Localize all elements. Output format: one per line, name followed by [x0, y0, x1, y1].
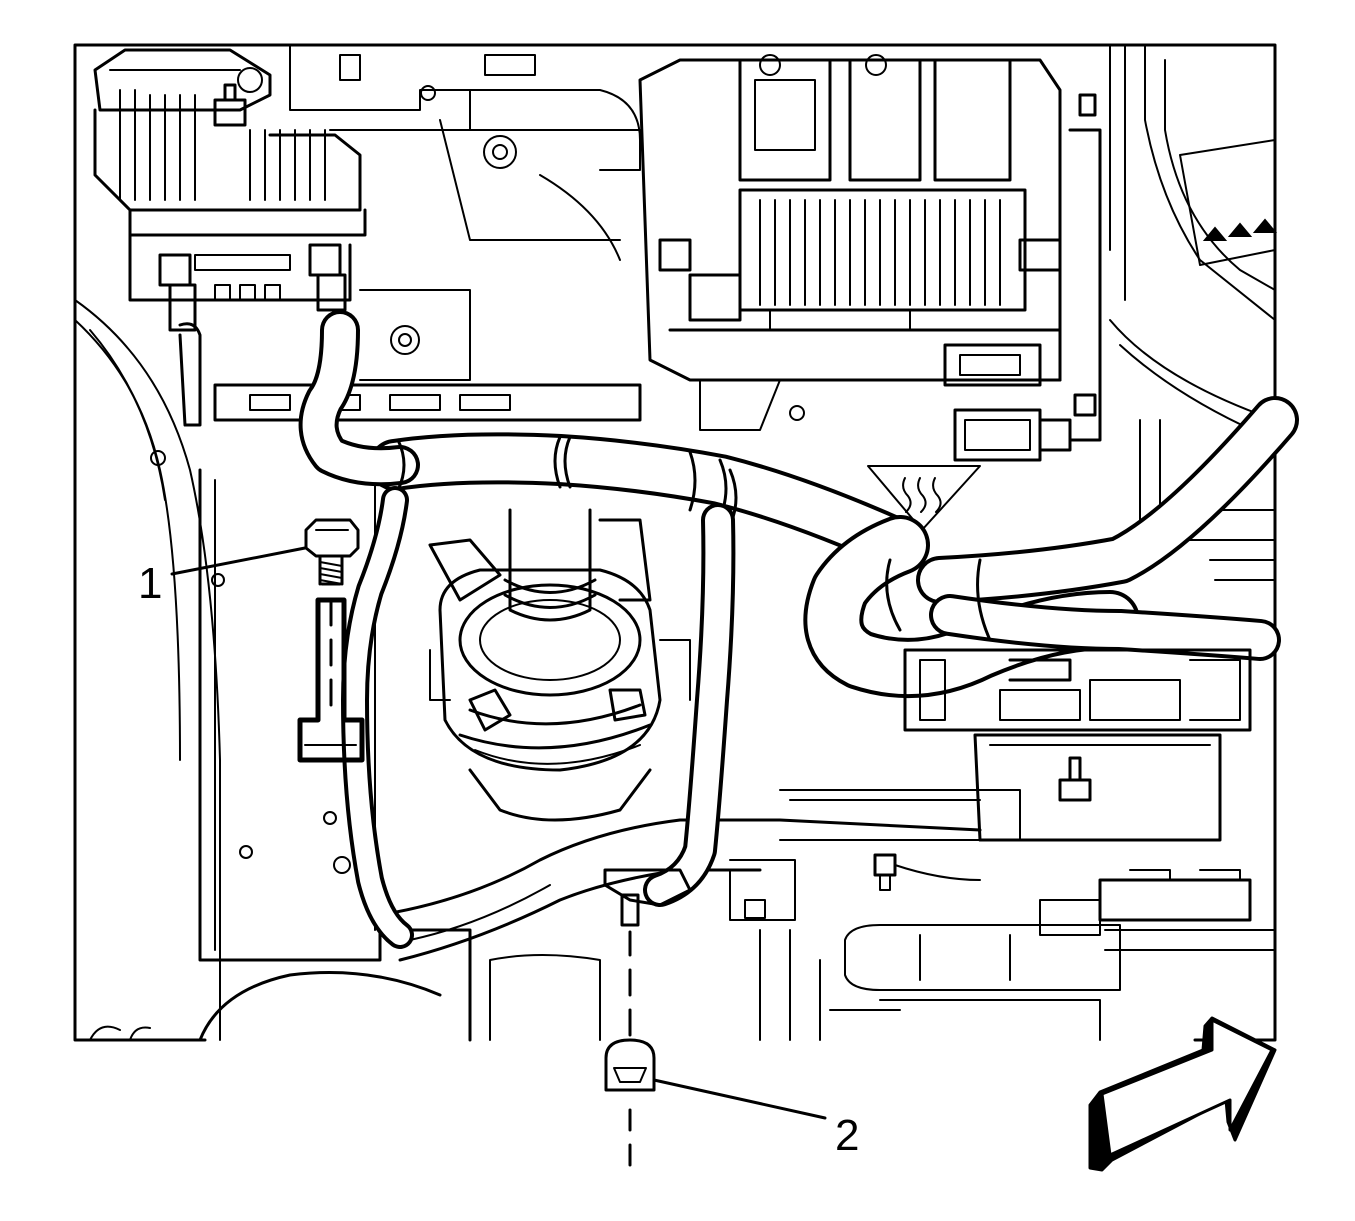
callout-label-1: 1 — [138, 559, 162, 608]
callout-2-clip — [604, 930, 827, 1167]
electrical-connector-block — [903, 648, 1252, 732]
hose-bracket — [603, 868, 692, 927]
coolant-hoses — [298, 310, 1299, 949]
background-structure — [73, 43, 1278, 1042]
relay-module — [93, 48, 367, 427]
control-module — [638, 54, 1102, 462]
callout-label-2: 2 — [835, 1111, 859, 1160]
direction-arrow-icon — [1088, 1016, 1277, 1172]
coolant-pump — [428, 508, 691, 822]
callout-1-bolt — [170, 518, 365, 763]
